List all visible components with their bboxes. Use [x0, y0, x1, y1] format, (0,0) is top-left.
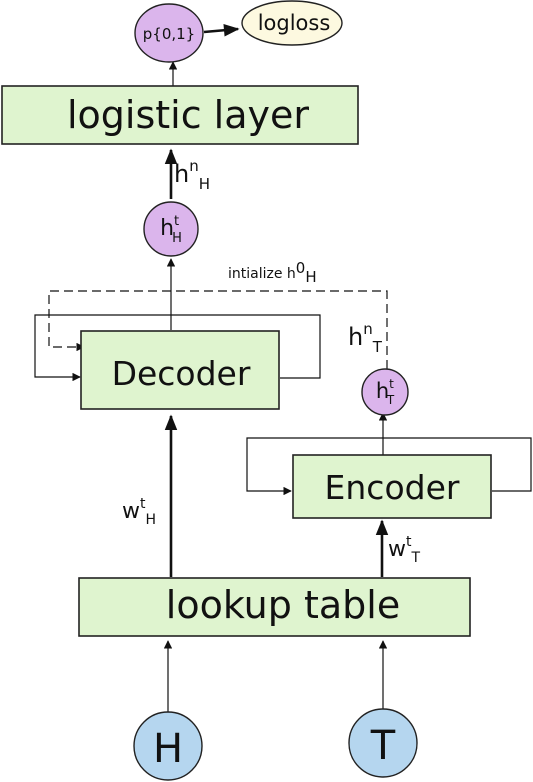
edge-p-to-logloss: [203, 24, 240, 37]
edge-encoder-loop: [246, 437, 532, 496]
input-t-node: T: [348, 708, 418, 778]
p01-node: p{0,1}: [134, 3, 204, 63]
encoder-label: Encoder: [325, 468, 460, 507]
label-hn-t: hnT: [348, 320, 383, 356]
logloss-label: logloss: [258, 11, 331, 35]
lookup-table-label: lookup table: [166, 583, 400, 627]
input-h-label: H: [153, 726, 183, 772]
lookup-table-box: lookup table: [78, 577, 471, 637]
logistic-layer-label: logistic layer: [67, 93, 309, 137]
decoder-label: Decoder: [112, 354, 251, 393]
input-t-label: T: [370, 723, 396, 769]
label-hn-h: hnH: [174, 157, 210, 193]
decoder-box: Decoder: [80, 330, 280, 410]
logloss-node: logloss: [241, 0, 343, 46]
label-wt-h: wtH: [122, 496, 156, 528]
p01-label: p{0,1}: [143, 25, 195, 43]
label-initialize: intialize h0H: [228, 259, 317, 286]
edge-init-dashed: [48, 290, 388, 369]
edge-decoder-loop: [34, 314, 321, 382]
logistic-layer-box: logistic layer: [1, 85, 359, 145]
label-wt-t: wtT: [388, 534, 421, 566]
encoder-box: Encoder: [292, 454, 492, 519]
input-h-node: H: [133, 711, 203, 781]
